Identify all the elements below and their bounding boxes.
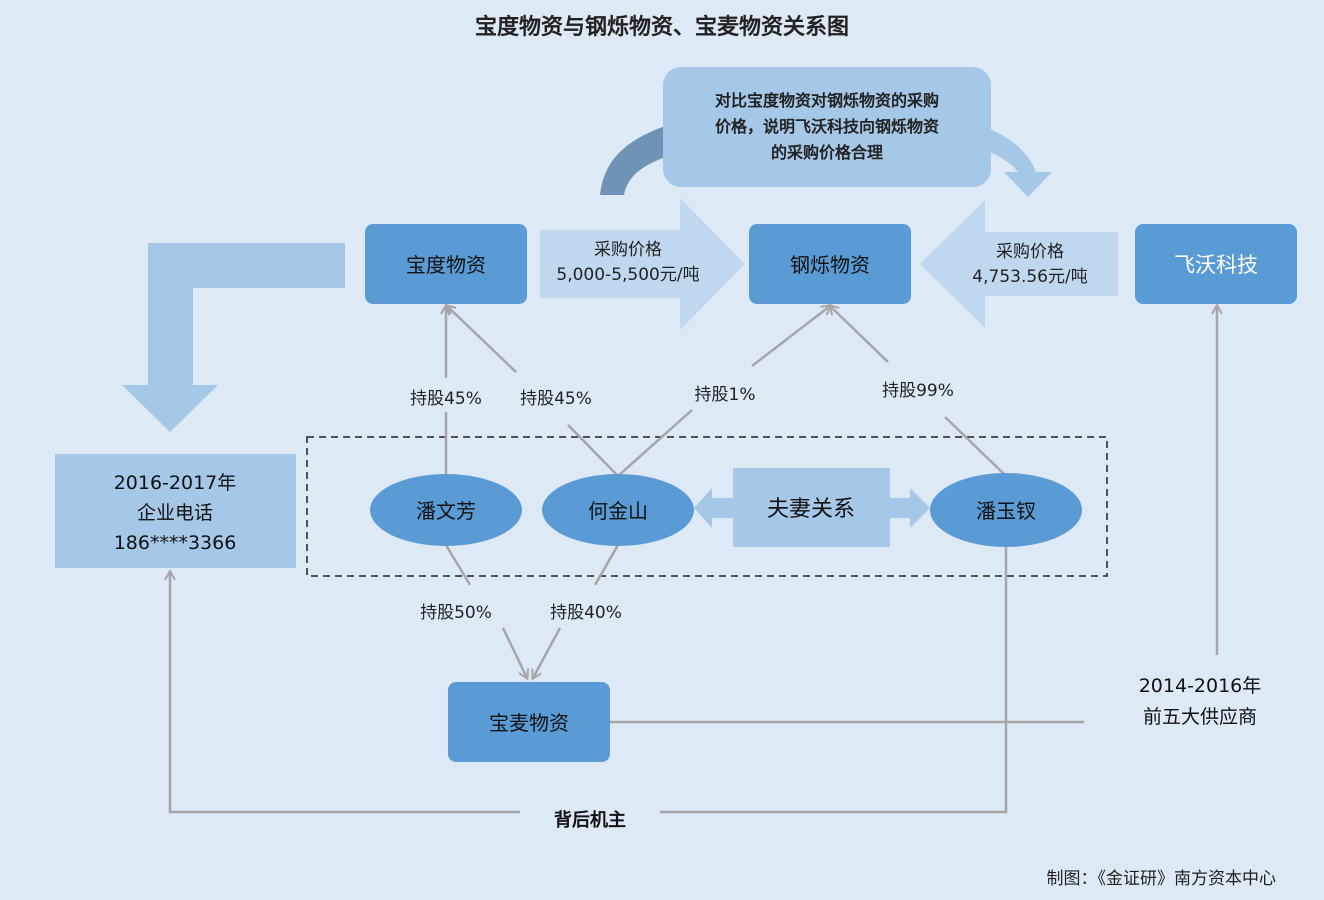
note-line-1: 对比宝度物资对钢烁物资的采购 xyxy=(715,91,939,110)
person-hejinshan-label: 何金山 xyxy=(588,499,648,523)
person-panyuqiu-label: 潘玉钗 xyxy=(976,499,1036,523)
holding-label-hjs-gangshuo: 持股1% xyxy=(695,385,756,405)
line-behind-phone xyxy=(170,572,520,814)
comparison-note-box xyxy=(663,67,991,187)
entity-feiwo-label: 飞沃科技 xyxy=(1174,253,1258,277)
price-value-feiwo: 4,753.56元/吨 xyxy=(972,267,1087,287)
line-hjs-baodu xyxy=(567,424,619,477)
line-hjs-gangshuo xyxy=(617,409,693,477)
note-line-2: 价格，说明飞沃科技向钢烁物资 xyxy=(715,117,939,136)
holding-label-pyq-gangshuo: 持股99% xyxy=(882,381,954,401)
phone-link-arrow xyxy=(122,243,345,432)
supplier-label: 前五大供应商 xyxy=(1143,706,1257,728)
entity-baodu-label: 宝度物资 xyxy=(406,253,486,277)
entity-feiwo-box xyxy=(1135,224,1297,304)
phone-info-box xyxy=(55,454,296,568)
price-arrow-feiwo xyxy=(920,200,1118,328)
entity-baodu-box xyxy=(365,224,527,304)
line-hjs-baomai-bottom xyxy=(533,627,562,678)
price-arrow-baodu xyxy=(540,198,745,330)
curved-arrow-right xyxy=(984,128,1052,197)
price-label-feiwo: 采购价格 xyxy=(996,242,1064,262)
diagram-title: 宝度物资与钢烁物资、宝麦物资关系图 xyxy=(475,14,849,40)
supplier-years: 2014-2016年 xyxy=(1139,675,1262,697)
line-pyq-behind xyxy=(660,547,1008,814)
person-panwenfang-label: 潘文芳 xyxy=(416,499,476,523)
spouse-relation-label: 夫妻关系 xyxy=(767,497,855,522)
phone-info-label: 企业电话 xyxy=(137,502,213,524)
behind-owner-label: 背后机主 xyxy=(554,809,626,831)
line-pyq-gangshuo xyxy=(944,416,1005,475)
line-hjs-baodu-top xyxy=(447,306,517,373)
entity-baomai-label: 宝麦物资 xyxy=(489,711,569,735)
holding-label-pwf-baodu: 持股45% xyxy=(410,389,482,409)
line-pwf-baomai-bottom xyxy=(501,627,527,678)
holding-label-pwf-baomai: 持股50% xyxy=(420,603,492,623)
holding-label-hjs-baomai: 持股40% xyxy=(550,603,622,623)
line-pwf-baomai xyxy=(444,544,472,586)
family-group-border xyxy=(306,436,1108,577)
line-hjs-baomai xyxy=(593,544,620,586)
price-label-baodu: 采购价格 xyxy=(594,240,662,260)
curved-arrow-left xyxy=(600,125,672,195)
person-hejinshan-ellipse xyxy=(542,474,694,546)
line-hjs-gangshuo-top xyxy=(751,306,830,367)
line-pyq-gangshuo-top xyxy=(830,306,889,363)
person-panwenfang-ellipse xyxy=(370,474,522,546)
entity-gangshuo-box xyxy=(749,224,911,304)
spouse-relation-box xyxy=(733,468,890,547)
note-line-3: 的采购价格合理 xyxy=(771,143,883,162)
entity-baomai-box xyxy=(448,682,610,762)
entity-gangshuo-label: 钢烁物资 xyxy=(790,253,870,277)
person-panyuqiu-ellipse xyxy=(930,473,1082,547)
holding-label-hjs-baodu: 持股45% xyxy=(520,389,592,409)
credit-text: 制图：《金证研》南方资本中心 xyxy=(1047,869,1277,889)
holding-lines xyxy=(170,306,1217,814)
phone-info-years: 2016-2017年 xyxy=(114,472,237,494)
phone-info-number: 186****3366 xyxy=(114,532,237,554)
price-value-baodu: 5,000-5,500元/吨 xyxy=(556,265,699,285)
